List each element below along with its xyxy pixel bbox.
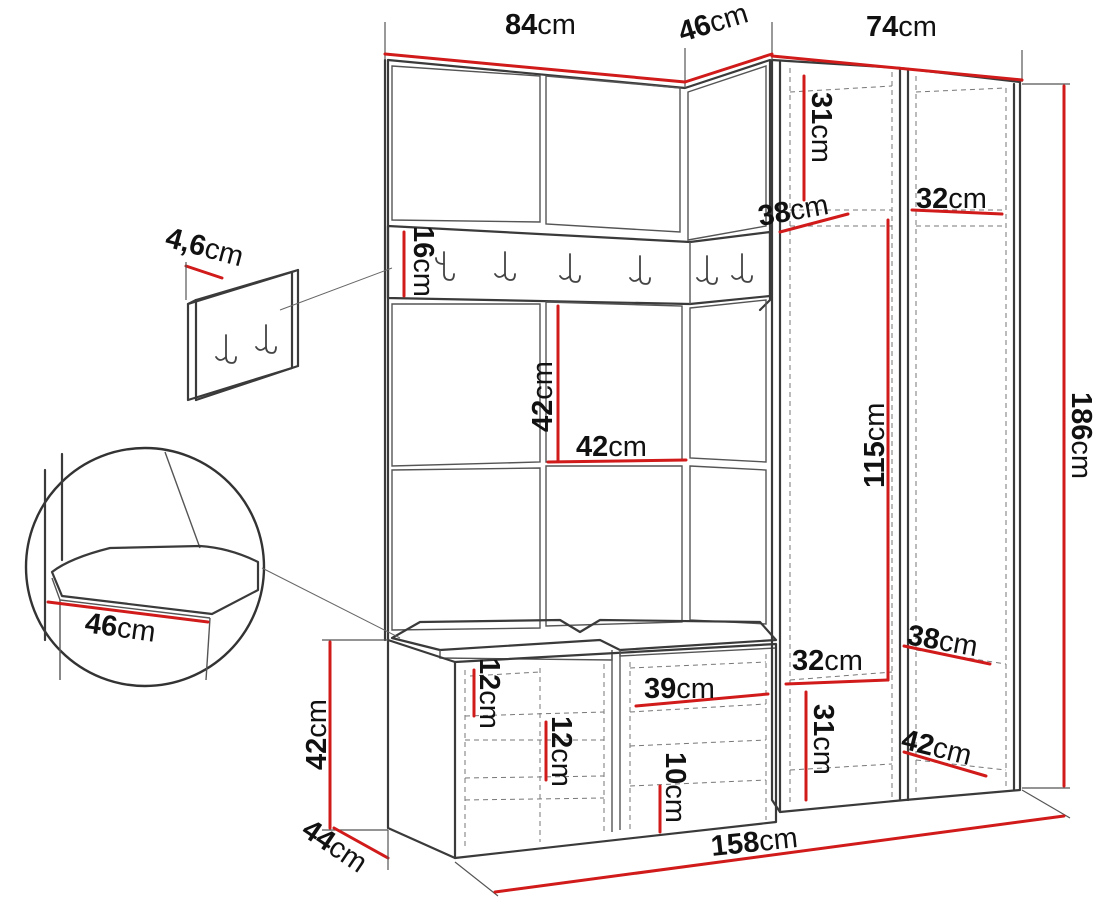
dimension-lines (322, 22, 1071, 897)
label-hook-strip-height: 16cm (407, 226, 439, 297)
label-left-cubby-height: 12cm (473, 658, 505, 729)
label-panel-height: 42cm (527, 361, 559, 432)
coat-hook-icon (559, 253, 581, 283)
label-lower-right-depth: 38cm (905, 619, 980, 663)
label-low-cubby-height: 10cm (659, 752, 691, 823)
label-shelf-depth-left: 38cm (756, 189, 831, 233)
bench-cabinet (386, 638, 778, 860)
label-hook-detail-thickness: 4,6cm (162, 222, 247, 273)
wardrobe-cabinet (770, 58, 1022, 814)
coat-hooks (435, 251, 753, 285)
coat-hook-icon (435, 251, 455, 281)
label-top-left-width: 84cm (505, 9, 576, 41)
label-bench-height: 42cm (301, 699, 333, 770)
label-total-width: 158cm (709, 822, 799, 863)
label-top-right-width: 74cm (866, 11, 937, 43)
dimension-labels: 84cm 46cm 74cm 16cm 4,6cm 42cm 42cm 46cm… (83, 0, 1097, 879)
coat-hook-icon (629, 255, 651, 285)
label-hanging-height: 115cm (859, 403, 891, 488)
wall-panel-unit (383, 58, 772, 642)
label-mid-cubby-height: 12cm (545, 716, 577, 787)
label-base-right-depth: 42cm (898, 724, 975, 772)
coat-hook-icon (255, 324, 277, 354)
coat-hook-icon (494, 251, 516, 281)
coat-hook-icon (215, 334, 237, 364)
label-total-height: 186cm (1065, 392, 1097, 479)
label-seat-depth: 46cm (83, 607, 158, 649)
label-bottom-comp-height: 31cm (807, 704, 839, 775)
label-drawer-width: 39cm (644, 673, 715, 705)
label-shelf-depth-right: 32cm (916, 183, 987, 215)
label-panel-width: 42cm (576, 431, 647, 463)
hook-strip-detail (184, 262, 393, 402)
coat-hook-icon (696, 255, 718, 285)
coat-hook-icon (731, 253, 753, 283)
label-top-shelf-height: 31cm (805, 92, 837, 163)
label-bench-depth: 44cm (296, 813, 373, 879)
label-top-mid-depth: 46cm (675, 0, 752, 49)
seat-detail-circle (24, 446, 401, 688)
label-inner-shelf-width: 32cm (792, 645, 863, 677)
